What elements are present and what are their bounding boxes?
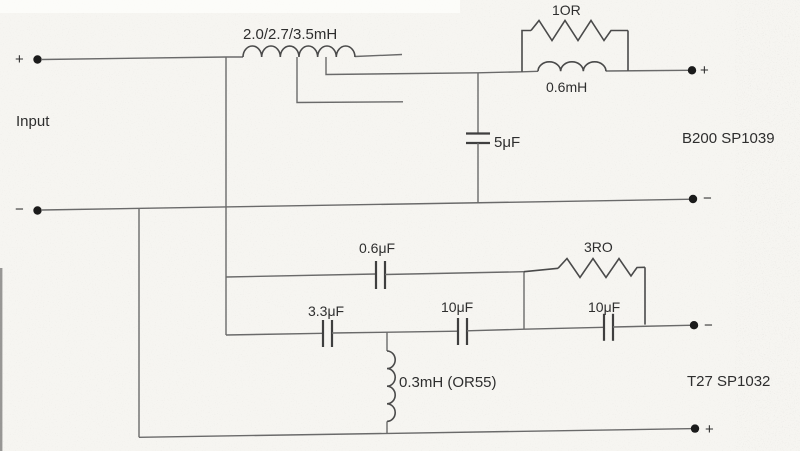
wire-10uf-a-to-10uf-b (466, 326, 605, 332)
wire-3p3uf-lead-left (225, 332, 324, 336)
capacitor-0p6uf-lead-right (384, 271, 525, 276)
wire-tap2-feed (325, 57, 523, 76)
wire-to-b200-pos (605, 69, 689, 72)
input-terminals: + − Input (15, 51, 50, 218)
capacitor-10uf-b-label: 10μF (588, 299, 620, 315)
capacitor-0p6uf: 0.6μF (225, 240, 525, 289)
wire-to-t27-neg (612, 324, 695, 328)
resistor-1or-lead-left (521, 29, 531, 72)
scan-left-edge-mark (0, 268, 3, 451)
t27-plus-terminal-dot (690, 424, 700, 433)
capacitor-5uf-label: 5μF (494, 134, 520, 151)
wire-bottom-rail (138, 427, 696, 438)
resistor-1or-zigzag (530, 19, 628, 42)
capacitor-3p3uf-label: 3.3μF (308, 303, 344, 319)
resistor-3ro-lead-left (523, 267, 559, 273)
scan-top-strip (0, 0, 460, 13)
input-plus-sign: + (15, 51, 24, 68)
t27-plus-sign: + (705, 421, 714, 438)
b200-minus-sign: − (703, 190, 712, 207)
tapped-inductor-label: 2.0/2.7/3.5mH (243, 26, 337, 43)
capacitor-10uf-a-label: 10μF (441, 299, 473, 315)
inductor-0p3mh: 0.3mH (OR55) (386, 332, 497, 434)
capacitor-0p6uf-lead-left (225, 273, 377, 278)
input-minus-terminal-dot (33, 206, 42, 215)
capacitor-0p6uf-label: 0.6μF (359, 240, 395, 256)
b200-plus-sign: + (700, 62, 709, 79)
t27-output: − + T27 SP1032 (687, 317, 770, 438)
input-plus-terminal-dot (33, 55, 42, 64)
resistor-3ro: 3RO (523, 239, 646, 325)
b200-minus-terminal-dot (688, 194, 698, 204)
paper-noise-right-edge (735, 0, 800, 451)
b200-driver-label: B200 SP1039 (682, 130, 775, 147)
resistor-1or-label: 1OR (552, 2, 581, 18)
wire-inductor-open-end (354, 53, 403, 58)
input-minus-sign: − (15, 201, 24, 218)
capacitor-5uf: 5μF (466, 72, 520, 203)
resistor-3ro-label: 3RO (584, 239, 613, 255)
t27-minus-terminal-dot (689, 321, 699, 330)
input-label: Input (16, 113, 50, 130)
inductor-0p3mh-coil (386, 350, 396, 423)
b200-plus-terminal-dot (687, 66, 697, 75)
inductor-0p6mh-coil (537, 61, 607, 72)
inductor-0p6mh-label: 0.6mH (546, 79, 587, 95)
t27-minus-sign: − (704, 317, 713, 334)
series-capacitor-line: 3.3μF 10μF 10μF (225, 299, 695, 347)
wire-rl-left-link (521, 70, 539, 73)
resistor-3ro-zigzag (557, 257, 646, 279)
wires (41, 53, 696, 438)
resistor-1or-parallel-inductor: 1OR 0.6mH (521, 2, 629, 95)
wire-neg-rail (41, 198, 694, 211)
b200-output: + − B200 SP1039 (682, 62, 775, 207)
inductor-0p3mh-label: 0.3mH (OR55) (399, 374, 497, 391)
wire-tap1-open (296, 57, 404, 104)
wire-3p3uf-to-10uf (331, 330, 459, 334)
t27-driver-label: T27 SP1032 (687, 373, 770, 390)
